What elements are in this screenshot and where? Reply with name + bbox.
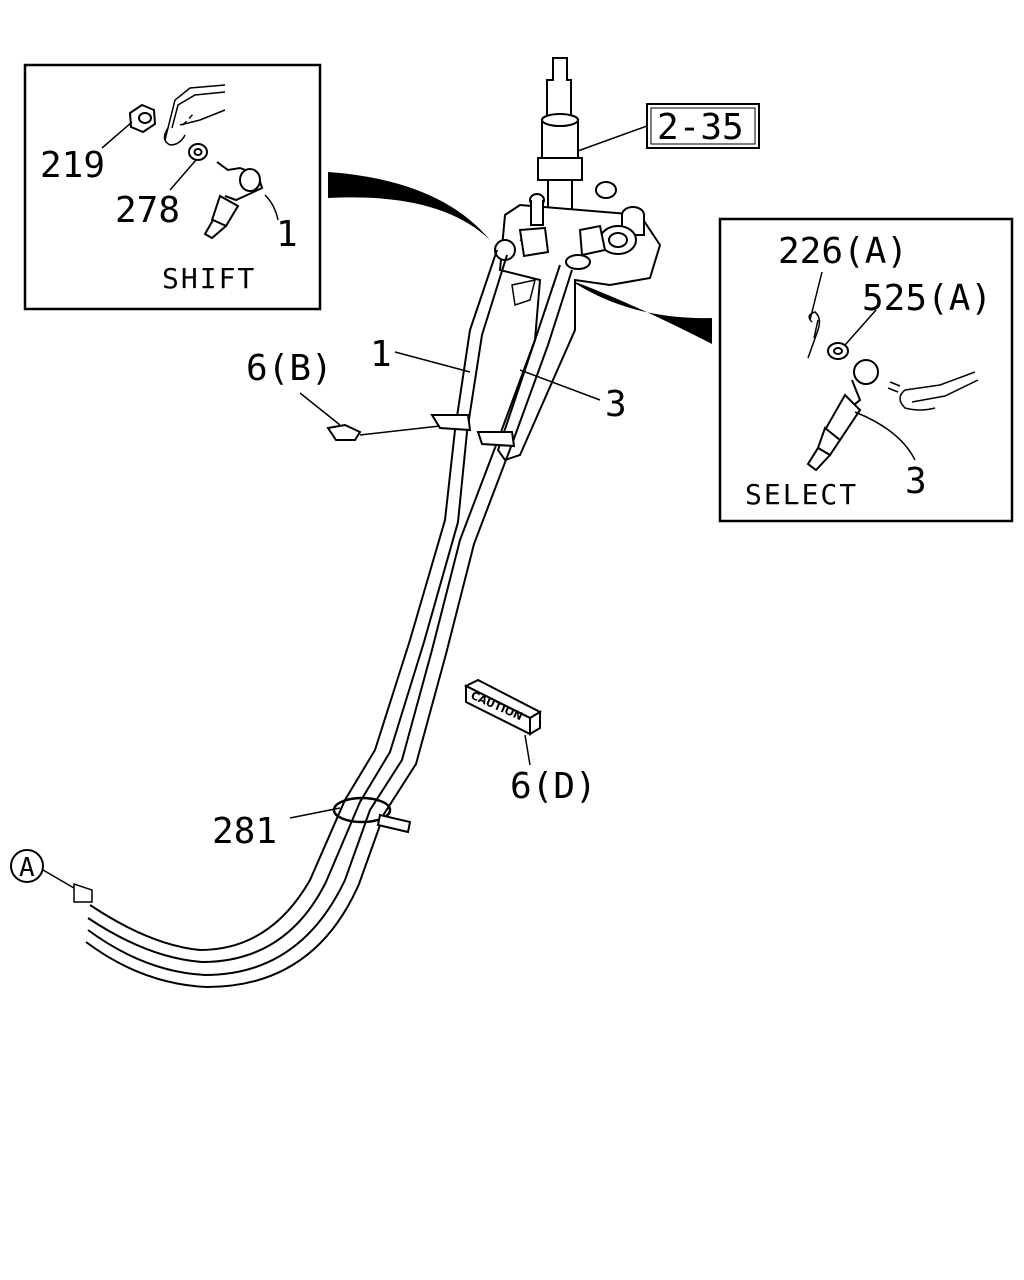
select-detail-pointer xyxy=(570,280,712,344)
callout-6b: 6(B) xyxy=(246,348,333,389)
callout-278: 278 xyxy=(115,190,180,231)
callout-219: 219 xyxy=(40,145,105,186)
callout-281: 281 xyxy=(212,811,277,852)
shift-detail-pointer xyxy=(328,172,490,240)
nut-219-icon xyxy=(128,103,157,134)
marker-a-label: A xyxy=(19,853,35,883)
callout-select-3: 3 xyxy=(905,461,927,502)
shift-detail-panel: 219 278 1 SHIFT xyxy=(23,63,322,311)
callout-shift-1: 1 xyxy=(276,214,298,255)
ball-joint-1-icon xyxy=(203,161,264,240)
washer-278-icon xyxy=(188,143,208,161)
ref-2-35-label: 2-35 xyxy=(657,107,744,148)
callout-525a: 525(A) xyxy=(862,278,992,319)
caution-plate-6d-icon: CAUTION xyxy=(463,678,543,736)
cotter-pin-226a-icon xyxy=(807,311,821,359)
shift-cable-1 xyxy=(87,249,508,964)
cable-bracket xyxy=(430,414,516,448)
select-caption: SELECT xyxy=(745,478,858,511)
washer-525a-icon xyxy=(827,342,849,360)
shift-caption: SHIFT xyxy=(162,262,256,295)
clip-6b-icon xyxy=(326,423,441,441)
select-detail-panel: 226(A) 525(A) 3 SELECT xyxy=(718,217,1014,523)
callout-226a: 226(A) xyxy=(778,231,908,272)
ball-joint-3-icon xyxy=(806,359,879,472)
clamp-281-icon xyxy=(332,796,412,834)
shift-lever-mechanism xyxy=(494,57,662,462)
callout-cable-1: 1 xyxy=(370,334,392,375)
marker-a: A xyxy=(10,849,75,889)
cable-end-a xyxy=(73,882,93,903)
reference-2-35: 2-35 xyxy=(574,103,760,153)
callout-cable-3: 3 xyxy=(605,384,627,425)
callout-6d: 6(D) xyxy=(510,766,597,807)
